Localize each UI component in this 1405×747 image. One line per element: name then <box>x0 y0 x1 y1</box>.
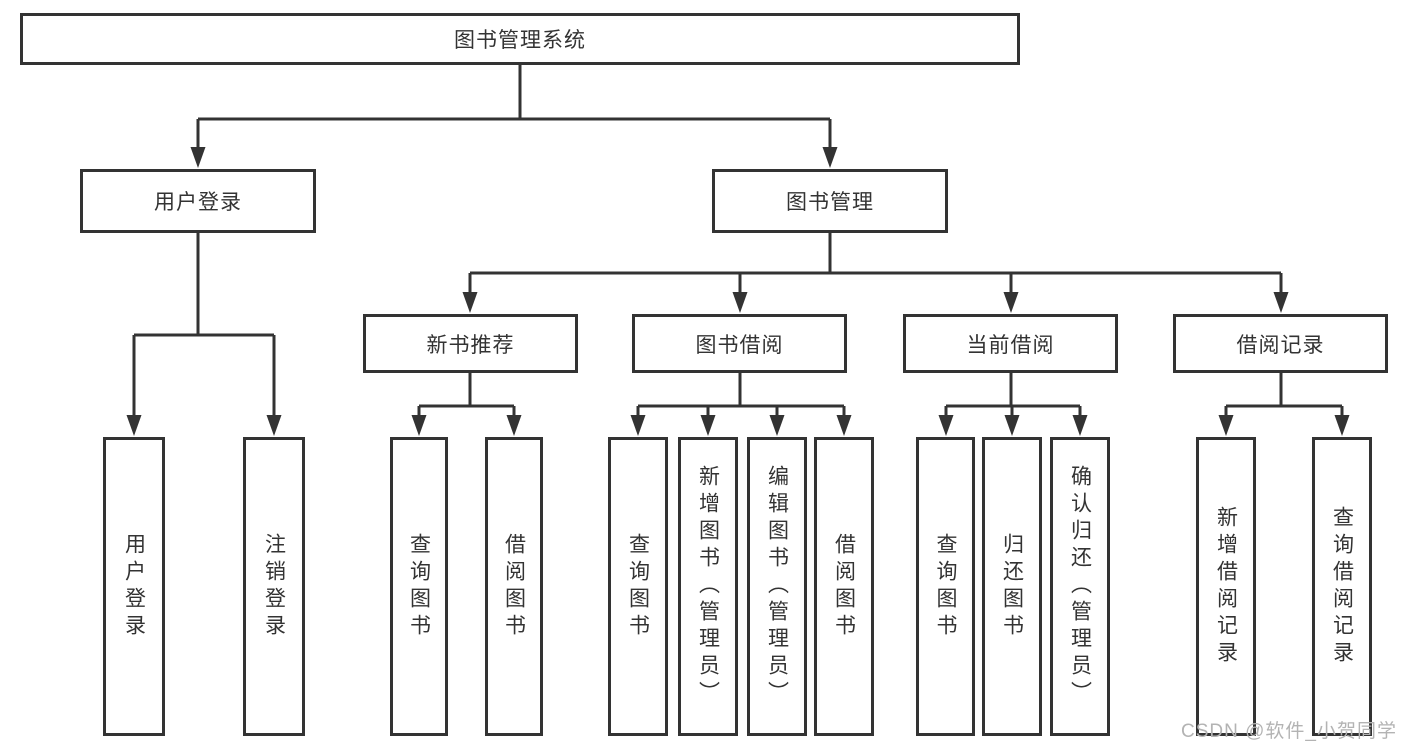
node-label: 借阅图书 <box>832 532 856 641</box>
node-book-borrowing: 图书借阅 <box>632 314 847 373</box>
node-label: 新增图书（管理员） <box>696 465 720 708</box>
node-label: 用户登录 <box>122 532 146 641</box>
node-label: 查询图书 <box>407 532 431 641</box>
node-label: 借阅图书 <box>502 532 526 641</box>
node-label: 当前借阅 <box>966 333 1055 357</box>
node-label: 借阅记录 <box>1236 333 1325 357</box>
node-label: 查询借阅记录 <box>1330 505 1354 668</box>
node-leaf-add-borrow-record: 新增借阅记录 <box>1196 437 1256 736</box>
node-label: 确认归还（管理员） <box>1068 465 1092 708</box>
node-leaf-logout: 注销登录 <box>243 437 305 736</box>
node-library-management-system: 图书管理系统 <box>20 13 1020 65</box>
node-leaf-return-books: 归还图书 <box>982 437 1042 736</box>
node-label: 编辑图书（管理员） <box>765 465 789 708</box>
node-leaf-borrow-books: 借阅图书 <box>814 437 874 736</box>
node-leaf-edit-books-admin: 编辑图书（管理员） <box>747 437 807 736</box>
node-label: 新增借阅记录 <box>1214 505 1238 668</box>
node-leaf-query-books-recommend: 查询图书 <box>390 437 448 736</box>
node-leaf-add-books-admin: 新增图书（管理员） <box>678 437 738 736</box>
watermark: CSDN @软件_小贺同学 <box>1181 721 1397 742</box>
node-label: 图书管理系统 <box>454 29 586 52</box>
node-borrowing-records: 借阅记录 <box>1173 314 1388 373</box>
node-label: 图书借阅 <box>695 333 784 357</box>
node-leaf-query-borrow-record: 查询借阅记录 <box>1312 437 1372 736</box>
node-new-book-recommendation: 新书推荐 <box>363 314 578 373</box>
node-current-borrowing: 当前借阅 <box>903 314 1118 373</box>
node-label: 图书管理 <box>786 191 874 214</box>
node-label: 新书推荐 <box>426 333 515 357</box>
node-label: 查询图书 <box>934 532 958 641</box>
node-book-management: 图书管理 <box>712 169 948 233</box>
node-leaf-query-books-current: 查询图书 <box>916 437 975 736</box>
node-label: 注销登录 <box>262 532 286 641</box>
node-leaf-borrow-books-recommend: 借阅图书 <box>485 437 543 736</box>
node-leaf-query-books-borrow: 查询图书 <box>608 437 668 736</box>
node-label: 查询图书 <box>626 532 650 641</box>
node-leaf-confirm-return-admin: 确认归还（管理员） <box>1050 437 1110 736</box>
node-leaf-user-login: 用户登录 <box>103 437 165 736</box>
node-label: 归还图书 <box>1000 532 1024 641</box>
node-user-login: 用户登录 <box>80 169 316 233</box>
node-label: 用户登录 <box>154 191 242 214</box>
